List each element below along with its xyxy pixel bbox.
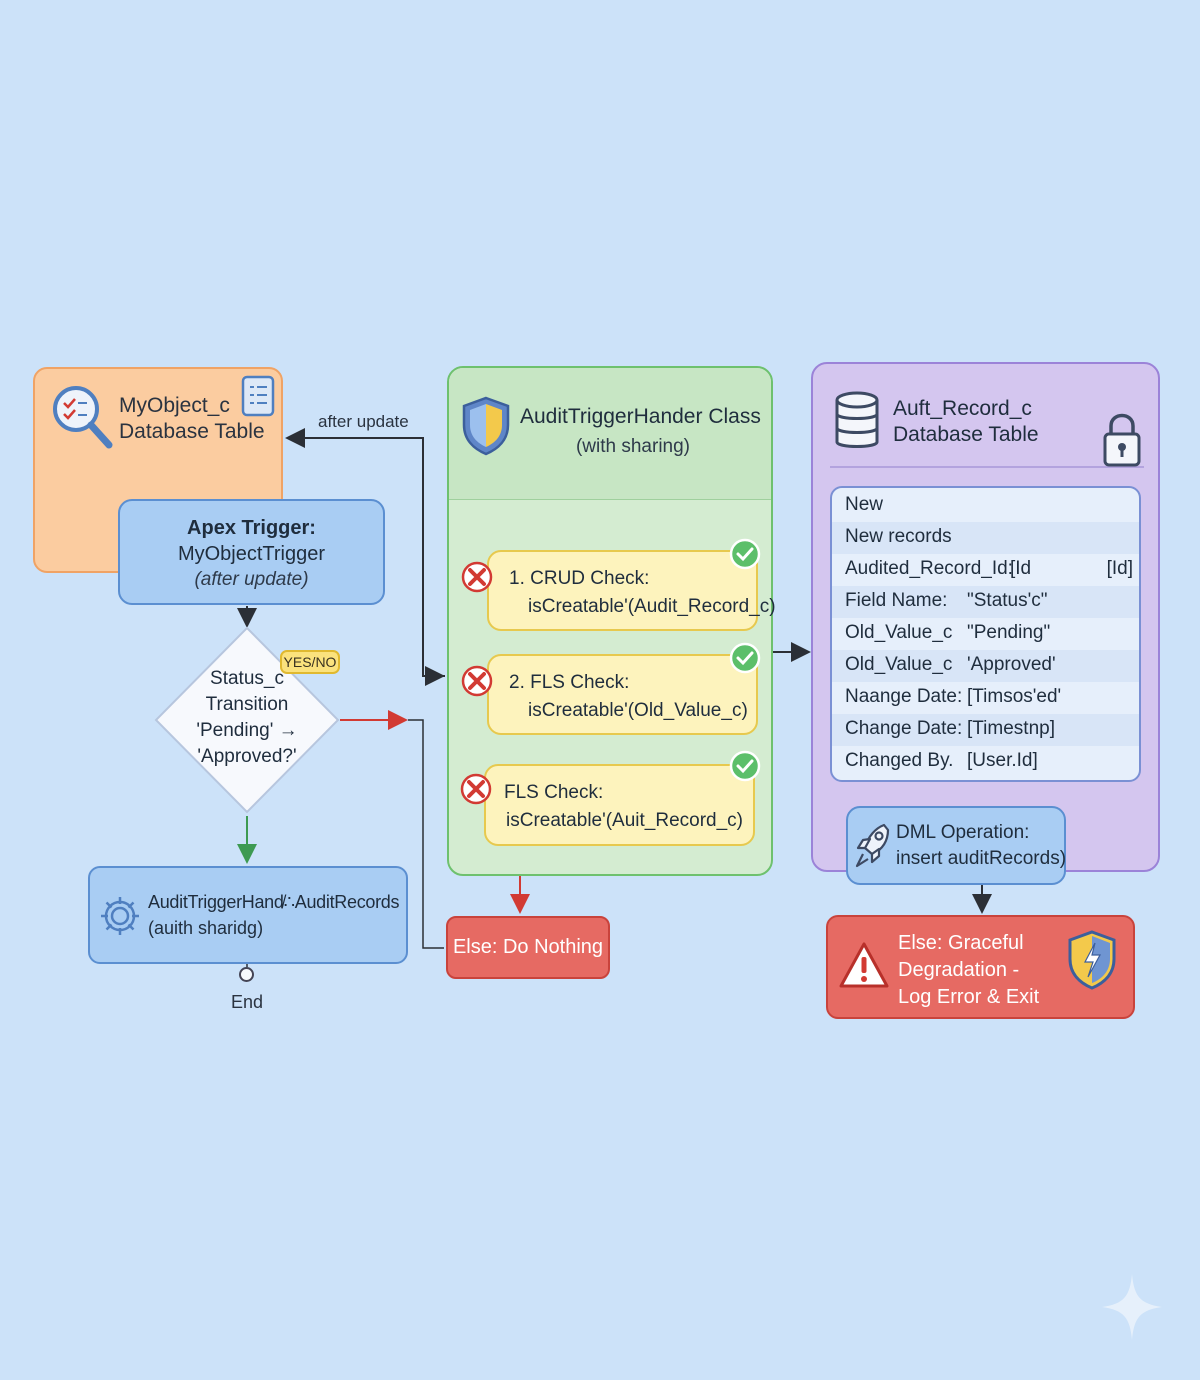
field-value: 'Approved': [967, 654, 1056, 675]
fls-check-card[interactable]: FLS Check: isCreatable'(Auit_Record_c): [484, 764, 755, 846]
audit-record-fields: New New records Audited_Record_Id: [Id […: [830, 486, 1141, 782]
warning-icon: [839, 942, 889, 988]
sparkle-icon: [1102, 1274, 1162, 1340]
field-value: "Status'c": [967, 590, 1048, 611]
audit-record-table-title: Auft_Record_c Database Table: [893, 396, 1039, 448]
field-row: Change Date: [Timestnp]: [832, 714, 1139, 746]
field-row: Field Name: "Status'c": [832, 586, 1139, 618]
handler-class-title: AuditTriggerHander Class: [520, 405, 761, 428]
after-update-label: after update: [318, 412, 409, 431]
field-key: Change Date:: [845, 718, 963, 739]
field-value: [Id: [1010, 558, 1032, 579]
dml-operation-statement: insert auditRecords): [896, 848, 1067, 869]
gear-icon: [101, 897, 139, 935]
list-document-icon: [241, 375, 275, 417]
fail-x-icon: [461, 665, 493, 697]
myobject-type: Database Table: [119, 420, 265, 443]
apex-trigger-name: MyObjectTrigger: [177, 543, 326, 565]
field-value: "Pending": [967, 622, 1051, 643]
decision-line: 'Approved?': [197, 746, 297, 767]
check-expression: isCreatable'(Auit_Record_c): [506, 810, 744, 831]
audit-record-type: Database Table: [893, 423, 1039, 446]
decision-line: Status_c: [210, 668, 284, 689]
decision-line: 'Pending' →: [196, 720, 298, 741]
decision-line: Transition: [205, 694, 289, 715]
field-value: [User.Id]: [967, 750, 1038, 771]
dml-operation-title: DML Operation:: [896, 822, 1030, 843]
field-extra: [Id]: [1106, 558, 1133, 579]
check-title: FLS Check:: [504, 782, 604, 803]
field-value: [Timsos'ed': [967, 686, 1062, 707]
handler-class-subtitle: (with sharing): [575, 436, 691, 457]
database-icon: [835, 391, 879, 448]
shield-icon: [462, 396, 510, 456]
field-row: New records: [832, 522, 1139, 554]
yes-no-badge: YES/NO: [280, 650, 340, 674]
field-key: New records: [845, 526, 952, 547]
pass-check-icon: [729, 538, 761, 570]
field-row: Old_Value_c 'Approved': [832, 650, 1139, 682]
field-row: Changed By. [User.Id]: [832, 746, 1139, 778]
lock-icon: [1103, 413, 1141, 467]
check-title: 2. FLS Check:: [509, 672, 630, 693]
crud-check-card[interactable]: 1. CRUD Check: isCreatable'(Audit_Record…: [487, 550, 776, 631]
decision-diamond[interactable]: [154, 626, 340, 814]
apex-trigger-event: (after update): [194, 569, 309, 590]
field-key: Field Name:: [845, 590, 948, 611]
field-row: Old_Value_c "Pending": [832, 618, 1139, 650]
apex-trigger-node[interactable]: Apex Trigger: MyObjectTrigger (after upd…: [118, 499, 385, 605]
check-expression: isCreatable'(Old_Value_c): [528, 700, 748, 721]
pass-check-icon: [729, 642, 761, 674]
field-key: Audited_Record_Id:: [845, 558, 1013, 579]
fls-check-card[interactable]: 2. FLS Check: isCreatable'(Old_Value_c): [487, 654, 758, 735]
audit-handler-sharing: (auith sharidg): [148, 918, 264, 938]
field-key: Naange Date:: [845, 686, 963, 707]
graceful-degradation-node[interactable]: Else: Graceful Degradation - Log Error &…: [826, 915, 1135, 1019]
pass-check-icon: [729, 750, 761, 782]
end-terminal-icon: [239, 967, 254, 982]
field-row: New: [832, 490, 1139, 523]
field-key: Old_Value_c: [845, 622, 953, 643]
field-key: New: [845, 494, 884, 515]
myobject-name: MyObject_c: [119, 394, 230, 417]
decision-text: Status_c Transition 'Pending' → 'Approve…: [175, 666, 319, 770]
search-checklist-icon: [53, 386, 113, 449]
check-expression: isCreatable'(Audit_Record_c): [528, 596, 776, 617]
apex-trigger-heading: Apex Trigger:: [187, 517, 316, 539]
field-row: Audited_Record_Id: [Id [Id]: [832, 554, 1139, 586]
end-label: End: [230, 992, 264, 1012]
audit-record-header-divider: [830, 466, 1144, 468]
shield-lightning-icon: [1068, 930, 1116, 990]
audit-handler-label: AuditTriggerHand̸∴AuditRecords: [148, 892, 400, 912]
audit-record-name: Auft_Record_c: [893, 397, 1032, 420]
field-key: Old_Value_c: [845, 654, 953, 675]
field-row: Naange Date: [Timsos'ed': [832, 682, 1139, 714]
graceful-line: Degradation -: [898, 959, 1020, 981]
else-do-nothing-node[interactable]: Else: Do Nothing: [446, 916, 610, 979]
check-title: 1. CRUD Check:: [509, 568, 650, 589]
fail-x-icon: [460, 773, 492, 805]
rocket-icon: [855, 823, 890, 868]
myobject-table-title: MyObject_c Database Table: [119, 393, 265, 445]
field-key: Changed By.: [845, 750, 954, 771]
dml-operation-node[interactable]: DML Operation: insert auditRecords): [846, 806, 1066, 885]
audit-handler-node[interactable]: AuditTriggerHand̸∴AuditRecords (auith sh…: [88, 866, 408, 964]
field-value: [Timestnp]: [967, 718, 1055, 739]
graceful-line: Log Error & Exit: [898, 986, 1040, 1008]
fail-x-icon: [461, 561, 493, 593]
graceful-line: Else: Graceful: [898, 932, 1024, 954]
